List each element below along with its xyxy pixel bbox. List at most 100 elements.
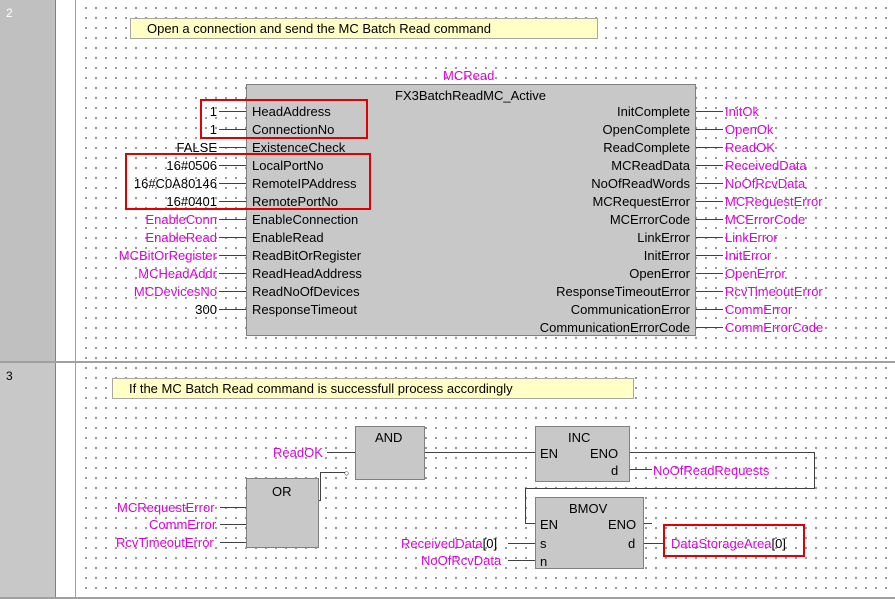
block-output-pin: OpenError [629,266,690,281]
wire [630,469,652,470]
input-variable[interactable]: EnableConn [145,212,217,227]
wire [219,111,246,112]
bmov-s-var-name: ReceivedData [401,536,483,551]
inc-block[interactable]: INC EN ENO d [535,426,630,482]
block-output-pin: InitComplete [617,104,690,119]
input-variable[interactable]: 16#0401 [166,194,217,209]
block-input-pin: ExistenceCheck [252,140,346,155]
highlight-box [200,99,368,139]
inc-d-variable[interactable]: NoOfReadRequests [653,463,770,478]
or-block[interactable]: OR [246,478,319,548]
function-block-fx3batchreadmc[interactable]: FX3BatchReadMC_Active [246,84,696,336]
bmov-s-variable[interactable]: ReceivedData[0] [401,536,497,551]
wire [320,472,345,473]
inc-block-title: INC [568,430,591,445]
input-variable[interactable]: MCDevicesNo [133,284,217,299]
input-variable[interactable]: FALSE [176,140,217,155]
output-variable[interactable]: ReceivedData [725,158,807,173]
bmov-d-index: [0] [771,536,786,551]
inc-eno-pin: ENO [590,446,619,461]
or-input-variable[interactable]: CommError [149,517,217,532]
output-variable[interactable]: MCErrorCode [725,212,806,227]
bmov-d-pin: d [628,536,636,551]
wire [696,183,723,184]
wire [814,452,815,488]
bmov-block-title: BMOV [569,501,608,516]
input-variable[interactable]: EnableRead [145,230,217,245]
highlight-box [125,153,371,210]
block-output-pin: MCReadData [611,158,690,173]
block-output-pin: MCErrorCode [609,212,690,227]
wire [508,543,535,544]
input-variable[interactable]: MCBitOrRegister [118,248,217,263]
wire [525,488,526,524]
output-variable[interactable]: OpenOk [725,122,774,137]
block-input-pin: ReadNoOfDevices [252,284,360,299]
bmov-d-variable[interactable]: DataStorageArea[0] [671,536,786,551]
wire [220,507,246,508]
wire [219,255,246,256]
output-variable[interactable]: OpenError [725,266,786,281]
wire [219,309,246,310]
bmov-s-pin: s [540,536,547,551]
input-variable[interactable]: 1 [209,104,217,119]
or-input-variable[interactable]: RcvTimeoutError [116,535,214,550]
block-output-pin: InitError [643,248,690,263]
wire [327,452,355,453]
output-variable[interactable]: InitError [725,248,772,263]
block-input-pin: RemotePortNo [252,194,338,209]
output-variable[interactable]: LinkError [725,230,778,245]
network-separator [0,361,895,363]
output-variable[interactable]: RcvTimeoutError [725,284,823,299]
block-output-pin: OpenComplete [602,122,690,137]
row-gutter-3[interactable]: 3 [0,363,56,599]
block-input-pin: ResponseTimeout [252,302,358,317]
wire [696,255,723,256]
and-block-title: AND [375,430,403,445]
wire [696,147,723,148]
bmov-block[interactable]: BMOV EN ENO s d n [535,497,644,569]
wire [696,111,723,112]
input-variable[interactable]: MCHeadAddr [138,266,217,281]
block-output-pin: ResponseTimeoutError [556,284,690,299]
block-output-pin: LinkError [637,230,690,245]
wire [525,523,535,524]
wire [219,147,246,148]
block-type-label: FX3BatchReadMC_Active [395,88,547,103]
block-output-pin: NoOfReadWords [591,176,690,191]
output-variable[interactable]: ReadOK [725,140,775,155]
output-variable[interactable]: CommError [725,302,793,317]
wire [696,273,723,274]
wire [508,560,535,561]
block-output-pin: CommunicationError [570,302,690,317]
block-output-pin: MCRequestError [592,194,690,209]
block-input-pin: ConnectionNo [252,122,335,137]
input-variable[interactable]: 16#C0A80146 [133,176,217,191]
network-comment[interactable]: Open a connection and send the MC Batch … [130,18,598,39]
gutter-divider [75,0,76,599]
inc-d-pin: d [611,463,619,478]
and-input-variable[interactable]: ReadOK [273,445,323,460]
or-input-variable[interactable]: MCRequestError [117,500,215,515]
output-variable[interactable]: MCRequestError [725,194,823,209]
bmov-en-pin: EN [540,517,559,532]
output-variable[interactable]: InitOk [725,104,759,119]
wire [644,523,652,524]
and-block[interactable]: AND [355,426,425,480]
wire [320,472,321,501]
output-variable[interactable]: CommErrorCode [725,320,824,335]
block-input-pin: LocalPortNo [252,158,324,173]
wire [644,543,664,544]
output-variable[interactable]: NoOfRcvData [725,176,806,191]
network-separator [0,597,895,599]
bmov-s-index: [0] [482,536,498,551]
block-output-pin: ReadComplete [603,140,690,155]
row-gutter-2[interactable]: 2 [0,0,56,361]
instance-name[interactable]: MCRead [443,68,495,83]
bmov-n-variable[interactable]: NoOfRcvData [421,553,502,568]
input-variable[interactable]: 16#0506 [166,158,217,173]
bmov-eno-pin: ENO [608,517,637,532]
input-variable[interactable]: 1 [209,122,217,137]
network-comment[interactable]: If the MC Batch Read command is successf… [112,378,634,399]
input-variable[interactable]: 300 [195,302,217,317]
